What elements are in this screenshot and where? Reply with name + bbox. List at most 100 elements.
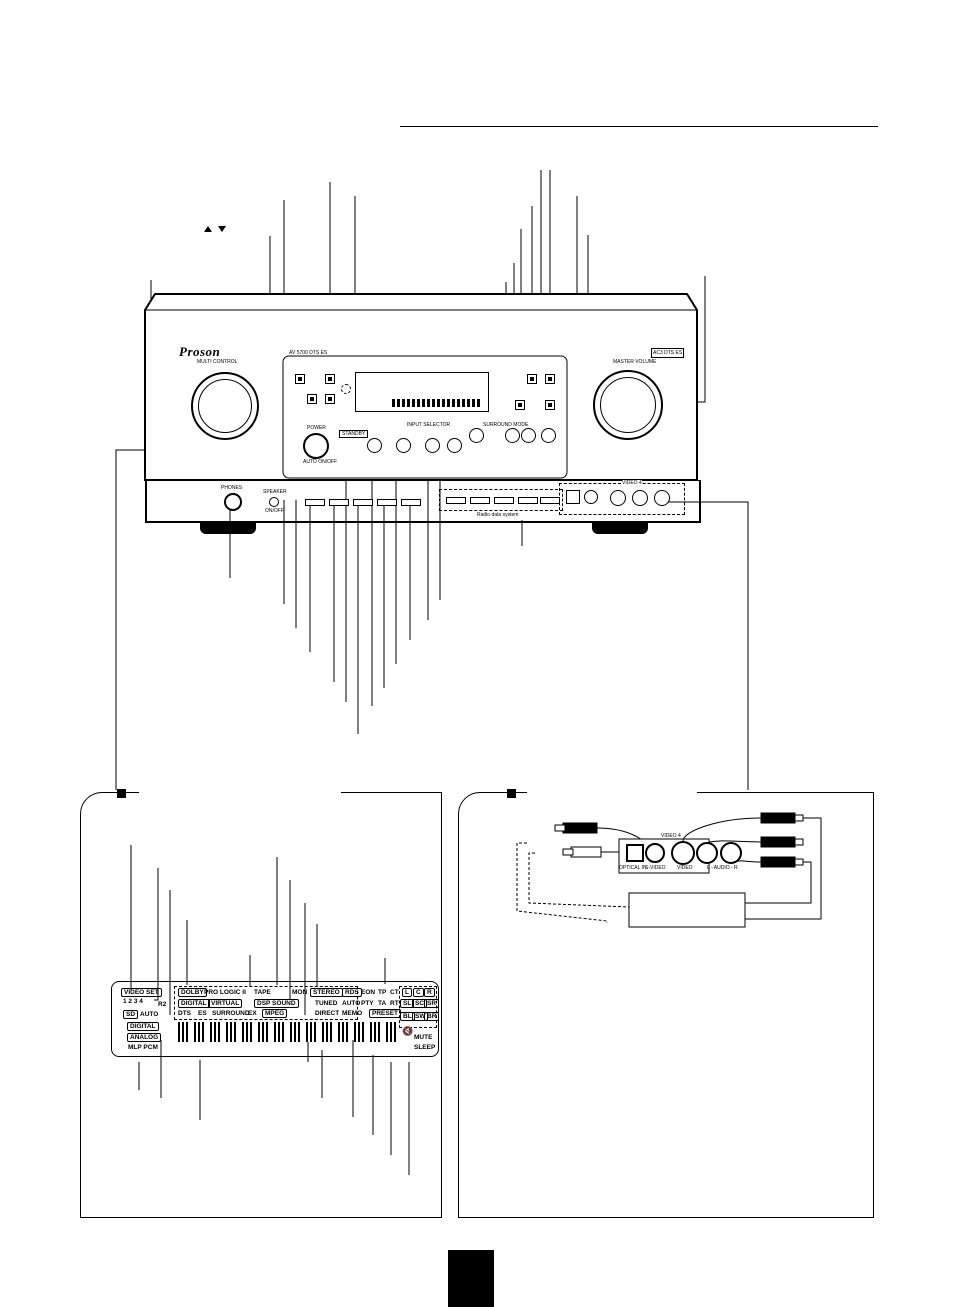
preset-indicator: PRESET bbox=[369, 1009, 402, 1018]
rds-logo: Radio data system bbox=[477, 512, 519, 518]
pro-logic-button[interactable] bbox=[541, 428, 556, 443]
segment-digit bbox=[210, 1022, 222, 1042]
rds-button[interactable] bbox=[446, 497, 466, 504]
mon-indicator: MON bbox=[292, 989, 308, 996]
speaker-button[interactable] bbox=[269, 497, 279, 507]
rt-indicator: RT bbox=[390, 1000, 399, 1007]
tuning-up-button[interactable] bbox=[325, 394, 335, 404]
set-numbers: 1 2 3 4 bbox=[123, 998, 143, 1005]
speaker-l: L bbox=[402, 988, 412, 997]
segment-digit bbox=[178, 1022, 190, 1042]
optical-in-jack[interactable] bbox=[566, 490, 580, 504]
speaker-bl: BL bbox=[400, 1012, 415, 1021]
es-indicator: ES bbox=[198, 1010, 207, 1017]
speaker-sw: SW bbox=[412, 1012, 429, 1021]
speaker-label: SPEAKER bbox=[263, 489, 287, 495]
dts-es-button[interactable] bbox=[505, 428, 520, 443]
master-volume-label: MASTER VOLUME bbox=[613, 359, 657, 365]
connection-diagram bbox=[516, 812, 822, 928]
tape-mon-button[interactable] bbox=[425, 438, 440, 453]
rds-button[interactable] bbox=[518, 497, 538, 504]
segment-digit bbox=[322, 1022, 334, 1042]
rds-button[interactable] bbox=[540, 497, 560, 504]
phones-label: PHONES bbox=[221, 485, 243, 491]
ct-indicator: CT bbox=[390, 989, 399, 996]
segment-digit bbox=[354, 1022, 366, 1042]
video-jack[interactable] bbox=[610, 490, 626, 506]
panel-marker bbox=[117, 789, 126, 798]
segment-digit bbox=[226, 1022, 238, 1042]
badge-logo: AC3 DTS ES bbox=[651, 348, 685, 358]
s-video-jack[interactable] bbox=[584, 490, 598, 504]
rds-button[interactable] bbox=[494, 497, 514, 504]
audio-l-jack[interactable] bbox=[632, 490, 648, 506]
memo-enter-button[interactable] bbox=[401, 499, 421, 506]
tp-indicator: TP bbox=[378, 989, 387, 996]
segment-digit bbox=[290, 1022, 302, 1042]
speaker-sl: SL bbox=[400, 999, 415, 1008]
receiver-front-panel: Proson AV 5700 DTS ES AC3 DTS ES MULTI C… bbox=[143, 292, 699, 482]
sleep-indicator: SLEEP bbox=[414, 1044, 436, 1051]
speaker-sr: SR bbox=[424, 999, 440, 1008]
dsp-sound-indicator: DSP SOUND bbox=[254, 999, 299, 1008]
memo-indicator: MEMO bbox=[342, 1010, 363, 1017]
segment-digit bbox=[386, 1022, 398, 1042]
power-button[interactable] bbox=[303, 433, 329, 459]
video-set-indicator: VIDEO SET bbox=[121, 988, 162, 997]
audio-r-jack[interactable] bbox=[654, 490, 670, 506]
ta-indicator: TA bbox=[378, 1000, 387, 1007]
tuning-mode-button[interactable] bbox=[353, 499, 373, 506]
dimmer-button[interactable] bbox=[515, 400, 525, 410]
speaker-r: R bbox=[424, 988, 435, 997]
direct-indicator: DIRECT bbox=[315, 1010, 340, 1017]
fm-mode-button[interactable] bbox=[325, 374, 335, 384]
video4-connection-panel: VIDEO 4 OPTICAL IN S-VIDEO VIDEO L - AUD… bbox=[458, 789, 874, 1218]
auto-tuner-indicator: AUTO bbox=[342, 1000, 361, 1007]
rds-button[interactable] bbox=[470, 497, 490, 504]
input-selector-label: INPUT SELECTOR bbox=[407, 422, 451, 428]
pty-indicator: PTY bbox=[361, 1000, 374, 1007]
tv-sound-button[interactable] bbox=[447, 438, 462, 453]
video-button[interactable] bbox=[396, 438, 411, 453]
stereo-indicator: STEREO bbox=[310, 988, 343, 997]
dolby-dsp-button[interactable] bbox=[469, 428, 484, 443]
display-detail-panel: VIDEO SET 1 2 3 4 R2 SD AUTO DIGITAL ANA… bbox=[80, 789, 442, 1218]
segment-digit bbox=[274, 1022, 286, 1042]
tuning-down-button[interactable] bbox=[307, 394, 317, 404]
format-indicator-group bbox=[174, 986, 358, 1020]
display-illustration: VIDEO SET 1 2 3 4 R2 SD AUTO DIGITAL ANA… bbox=[111, 981, 440, 1057]
mlp-pcm-indicator: MLP PCM bbox=[128, 1044, 158, 1051]
multi-control-knob[interactable] bbox=[191, 372, 259, 440]
mute-icon: 🔇 bbox=[402, 1026, 414, 1036]
tuned-indicator: TUNED bbox=[315, 1000, 338, 1007]
right-foot bbox=[592, 522, 648, 534]
standby-label: STANDBY bbox=[339, 430, 369, 438]
channel-level-button[interactable] bbox=[545, 400, 555, 410]
digital-format-indicator: DIGITAL bbox=[178, 999, 210, 1008]
segment-digit bbox=[194, 1022, 206, 1042]
band-button[interactable] bbox=[295, 374, 305, 384]
stereo-button[interactable] bbox=[521, 428, 536, 443]
speaker-c: C bbox=[413, 988, 424, 997]
eon-indicator: EON bbox=[361, 989, 376, 996]
remote-sensor bbox=[341, 384, 351, 394]
phones-jack[interactable] bbox=[224, 493, 242, 511]
master-volume-knob[interactable] bbox=[593, 370, 663, 440]
video4-dvd-button[interactable] bbox=[377, 499, 397, 506]
virtual-indicator: VIRTUAL bbox=[208, 999, 243, 1008]
speaker-a-button[interactable] bbox=[527, 374, 537, 384]
multi-control-label: MULTI CONTROL bbox=[197, 359, 238, 365]
panel-marker bbox=[507, 789, 516, 798]
video4-connection-label: VIDEO 4 bbox=[661, 833, 681, 839]
power-sub-label: AUTO ON/OFF bbox=[303, 459, 338, 465]
vfd-display bbox=[355, 372, 489, 412]
rds-button-group bbox=[439, 489, 563, 511]
aux-button[interactable] bbox=[367, 438, 382, 453]
sub-button-1[interactable] bbox=[305, 499, 325, 506]
brand-logo: Proson bbox=[179, 344, 221, 359]
sd-indicator: SD bbox=[123, 1010, 139, 1019]
analog-indicator: ANALOG bbox=[127, 1033, 162, 1042]
test-tone-button[interactable] bbox=[329, 499, 349, 506]
panel-top-gap bbox=[527, 791, 697, 794]
speaker-b-button[interactable] bbox=[545, 374, 555, 384]
